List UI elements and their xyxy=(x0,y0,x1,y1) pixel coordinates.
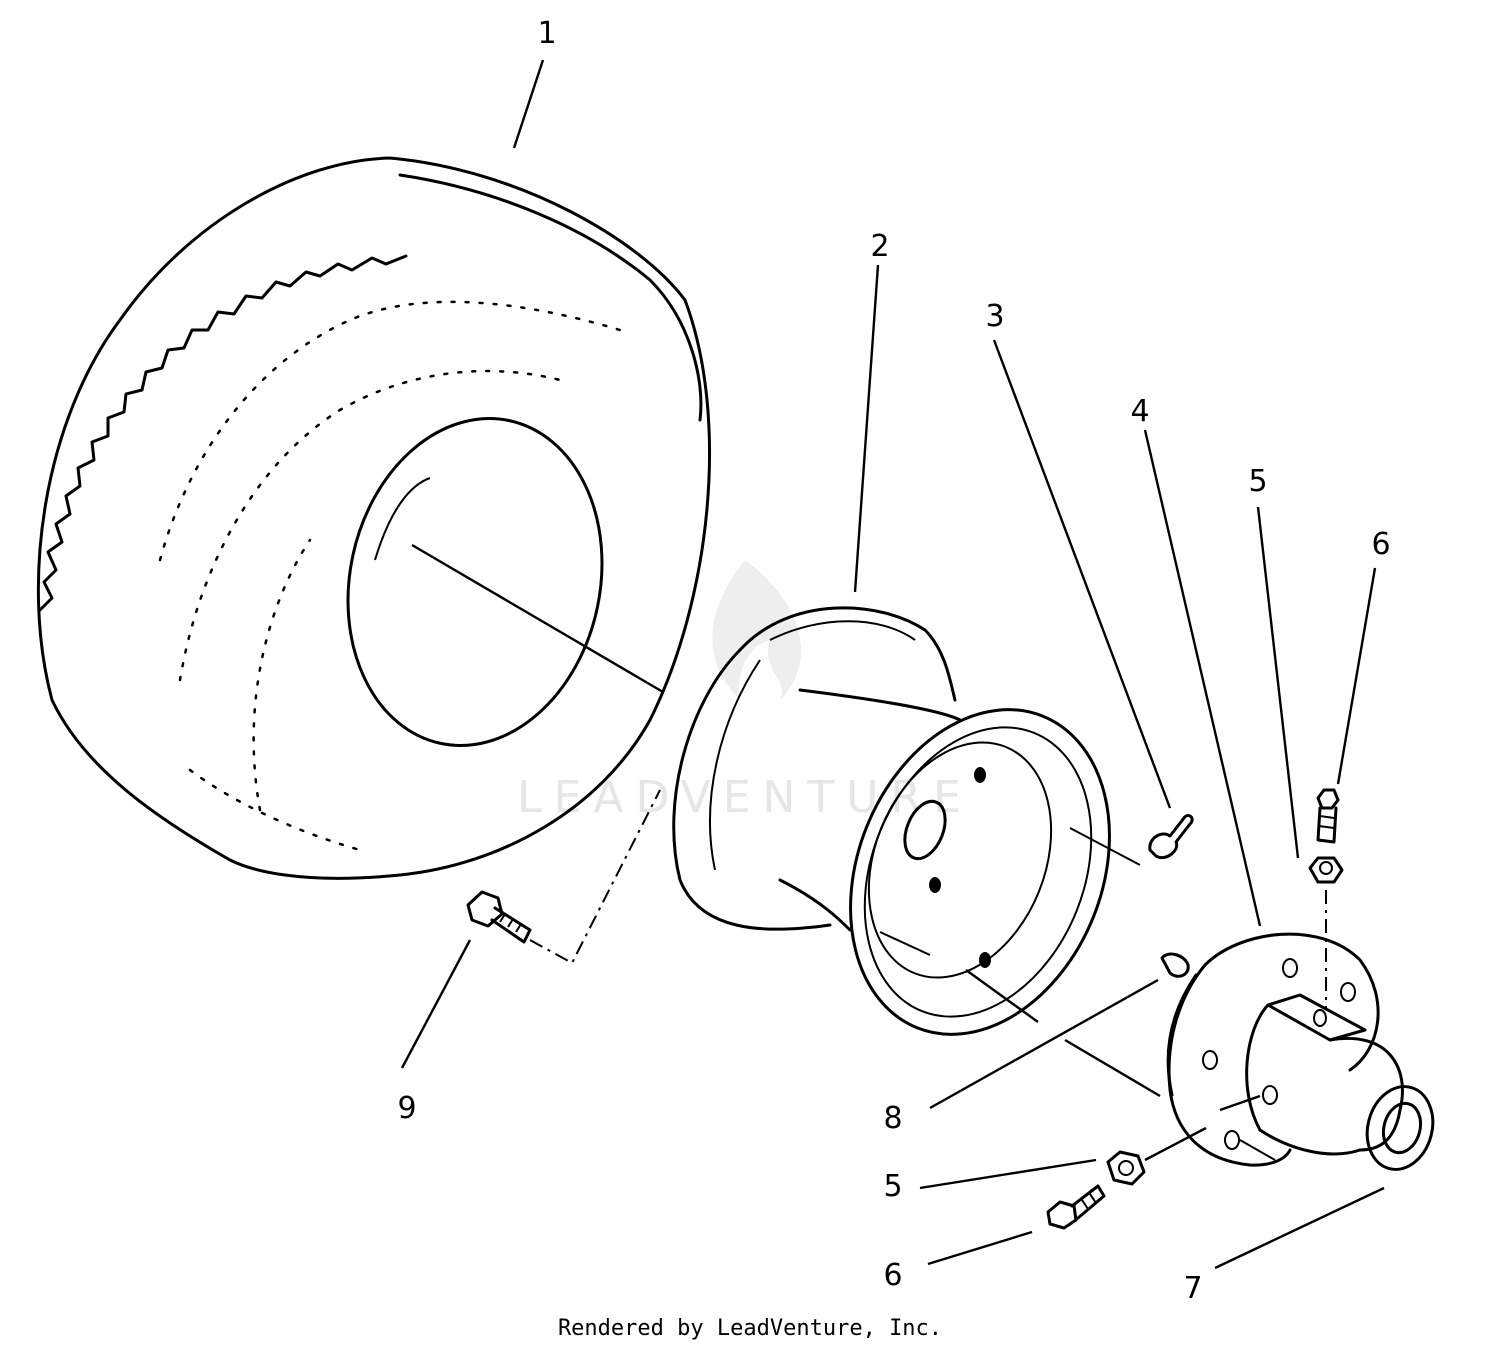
callout-2: 2 xyxy=(870,229,889,264)
watermark-flame-icon xyxy=(712,560,802,700)
callout-7: 7 xyxy=(1183,1271,1202,1306)
part-1-tire xyxy=(36,156,712,880)
footer-credit: Rendered by LeadVenture, Inc. xyxy=(557,1316,943,1341)
callout-6-upper: 6 xyxy=(1371,527,1390,562)
part-5-nut-upper xyxy=(1308,856,1344,884)
part-7-hub xyxy=(1166,932,1435,1171)
leader-lines xyxy=(400,59,1385,1270)
assembly-lines xyxy=(411,543,1327,1162)
callout-6-lower: 6 xyxy=(883,1258,902,1293)
callout-9: 9 xyxy=(397,1091,416,1126)
callout-5-upper: 5 xyxy=(1248,464,1267,499)
callout-8: 8 xyxy=(883,1101,902,1136)
part-9-bolt xyxy=(466,890,532,944)
part-2-rim xyxy=(672,606,1141,1036)
callout-4: 4 xyxy=(1130,394,1149,429)
callout-1: 1 xyxy=(537,16,556,51)
part-3-valve-stem xyxy=(1148,814,1194,859)
part-8-key xyxy=(1160,952,1190,978)
callout-5-lower: 5 xyxy=(883,1169,902,1204)
part-5-nut-lower xyxy=(1106,1150,1146,1186)
part-6-bolt-lower xyxy=(1046,1184,1106,1230)
watermark: LEADVENTURE xyxy=(517,560,961,823)
callouts: 1 2 3 4 5 6 7 8 9 5 6 xyxy=(397,16,1390,1306)
callout-3: 3 xyxy=(985,299,1004,334)
part-6-bolt-upper xyxy=(1316,788,1340,844)
